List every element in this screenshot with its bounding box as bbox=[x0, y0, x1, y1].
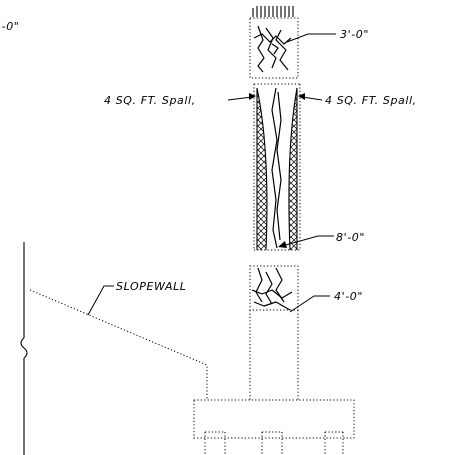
footing-outline bbox=[193, 399, 355, 439]
left-spall-label: 4 SQ. FT. Spall, bbox=[104, 94, 196, 107]
top-left-dimension-label: '-0" bbox=[0, 20, 19, 33]
left-spall-area bbox=[256, 87, 268, 251]
lower-crack-pattern bbox=[251, 267, 293, 311]
right-spall-area bbox=[288, 87, 298, 251]
slopewall-line bbox=[29, 289, 208, 400]
break-line-icon bbox=[252, 6, 294, 17]
right-spall-label: 4 SQ. FT. Spall, bbox=[325, 94, 417, 107]
upper-crack-pattern bbox=[253, 25, 292, 73]
long-crack-dimension-label: 8'-0" bbox=[336, 231, 365, 244]
upper-crack-dimension-label: 3'-0" bbox=[340, 28, 369, 41]
long-vertical-crack bbox=[271, 87, 282, 249]
pier-shaft-outline bbox=[249, 310, 299, 400]
left-abutment-line bbox=[20, 242, 28, 455]
slopewall-label: SLOPEWALL bbox=[116, 280, 187, 293]
footing-piles bbox=[204, 431, 344, 455]
upper-column-block bbox=[249, 17, 299, 79]
lower-crack-dimension-label: 4'-0" bbox=[334, 290, 363, 303]
